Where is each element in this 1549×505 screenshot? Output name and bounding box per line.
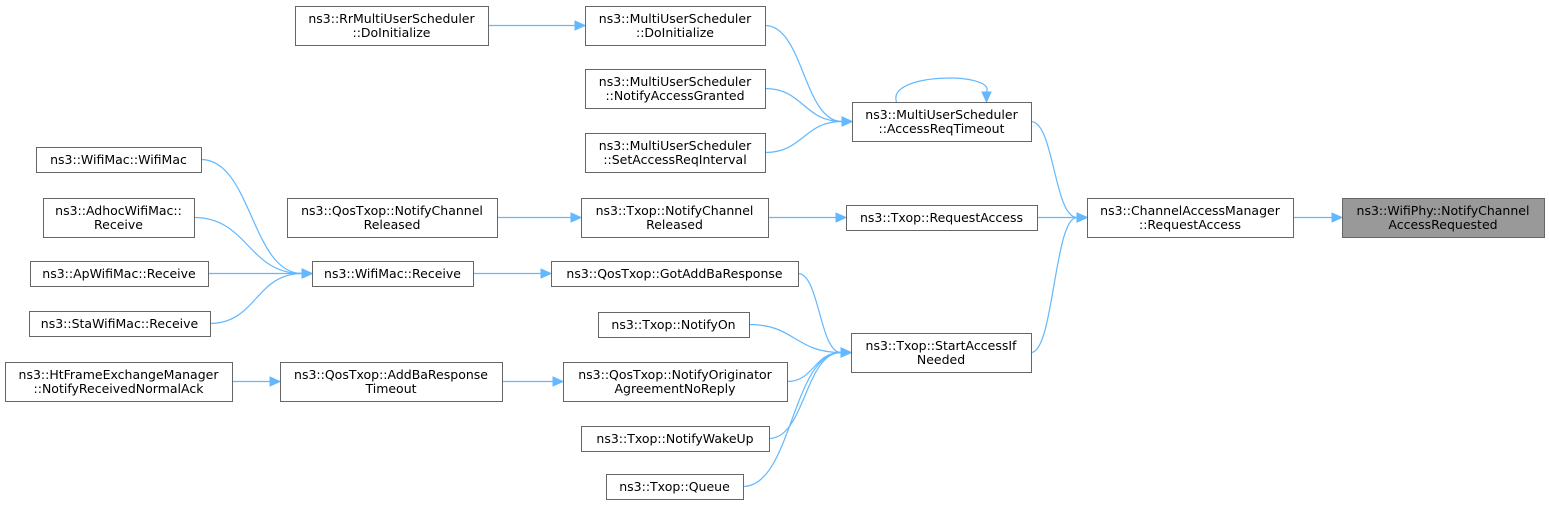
- node-label-line: Released: [646, 217, 703, 232]
- edge-qostxop_addbaresponsetimeout-to-qostxop_notifyoriginator: [502, 376, 565, 387]
- node-label-line: ns3::Txop::RequestAccess: [860, 210, 1023, 225]
- node-label-line: ::DoInitialize: [636, 25, 714, 40]
- edge-htfem_notifyreceivednormalack-to-qostxop_addbaresponsetimeout: [232, 376, 282, 387]
- arrowhead-icon: [1331, 212, 1344, 223]
- node-ap-receive[interactable]: ns3::ApWifiMac::Receive: [30, 261, 209, 287]
- node-label-line: Needed: [917, 352, 965, 367]
- arrowhead-icon: [1076, 212, 1089, 223]
- node-label-line: ns3::RrMultiUserScheduler: [308, 11, 475, 26]
- node-label-line: ns3::MultiUserScheduler: [599, 11, 752, 26]
- node-label-line: ns3::HtFrameExchangeManager: [19, 367, 220, 382]
- node-htfem-notifyreceivednormalack[interactable]: ns3::HtFrameExchangeManager::NotifyRecei…: [5, 362, 233, 402]
- node-label-line: ns3::QosTxop::NotifyOriginator: [578, 367, 772, 382]
- edge-txop_notifyon-to-txop_startaccessifneeded: [748, 323, 853, 358]
- node-root[interactable]: ns3::WifiPhy::NotifyChannelAccessRequest…: [1342, 198, 1545, 238]
- node-label-line: ns3::AdhocWifiMac::: [55, 203, 182, 218]
- node-label-line: ns3::StaWifiMac::Receive: [41, 316, 199, 331]
- arrowhead-icon: [301, 268, 314, 279]
- edge-mus_accessreqtimeout-to-cam_request: [1030, 120, 1089, 223]
- arrowhead-icon: [840, 347, 853, 358]
- node-wifimac-wifimac[interactable]: ns3::WifiMac::WifiMac: [36, 147, 202, 173]
- node-label-line: ::RequestAccess: [1139, 217, 1241, 232]
- node-label-line: ns3::WifiMac::Receive: [324, 266, 461, 281]
- node-label-line: ns3::MultiUserScheduler: [599, 138, 752, 153]
- edge-mus_accessreqtimeout-to-mus_accessreqtimeout: [895, 77, 992, 104]
- node-label-line: ns3::ApWifiMac::Receive: [42, 266, 196, 281]
- node-txop-requestaccess[interactable]: ns3::Txop::RequestAccess: [846, 205, 1038, 231]
- edge-mus_doinitialize-to-mus_accessreqtimeout: [764, 24, 854, 127]
- node-label-line: ::NotifyAccessGranted: [605, 88, 744, 103]
- node-mus-setaccessreqinterval[interactable]: ns3::MultiUserScheduler::SetAccessReqInt…: [585, 133, 766, 173]
- node-label-line: ns3::QosTxop::GotAddBaResponse: [566, 266, 782, 281]
- node-mus-accessreqtimeout[interactable]: ns3::MultiUserScheduler::AccessReqTimeou…: [852, 102, 1032, 142]
- node-label-line: ::DoInitialize: [352, 25, 430, 40]
- node-mus-notifyaccessgranted[interactable]: ns3::MultiUserScheduler::NotifyAccessGra…: [585, 69, 766, 109]
- arrowhead-icon: [552, 376, 565, 387]
- node-adhoc-receive[interactable]: ns3::AdhocWifiMac::Receive: [43, 198, 195, 238]
- node-label-line: ns3::WifiPhy::NotifyChannel: [1357, 203, 1530, 218]
- edge-txop_startaccessifneeded-to-cam_request: [1030, 212, 1089, 354]
- edge-mus_notifyaccessgranted-to-mus_accessreqtimeout: [764, 87, 854, 127]
- edge-txop_notifychannelreleased-to-txop_requestaccess: [768, 212, 848, 223]
- node-label-line: ns3::ChannelAccessManager: [1100, 203, 1281, 218]
- edge-wifimac_receive-to-qostxop_gotaddbaresponse: [473, 268, 553, 279]
- node-txop-queue[interactable]: ns3::Txop::Queue: [606, 474, 744, 500]
- edge-sta_receive-to-wifimac_receive: [209, 268, 314, 325]
- edge-qostxop_notifychannelreleased-to-txop_notifychannelreleased: [497, 212, 583, 223]
- edge-mus_setaccessreqinterval-to-mus_accessreqtimeout: [764, 116, 854, 154]
- node-label-line: ns3::Txop::Queue: [619, 479, 730, 494]
- node-rr-doinitialize[interactable]: ns3::RrMultiUserScheduler::DoInitialize: [295, 6, 489, 46]
- node-qostxop-notifyoriginator[interactable]: ns3::QosTxop::NotifyOriginatorAgreementN…: [563, 362, 788, 402]
- node-label-line: ::NotifyReceivedNormalAck: [34, 381, 205, 396]
- node-label-line: ns3::WifiMac::WifiMac: [50, 152, 187, 167]
- node-txop-notifywakeup[interactable]: ns3::Txop::NotifyWakeUp: [581, 426, 770, 452]
- node-label-line: ns3::Txop::NotifyOn: [611, 317, 735, 332]
- node-sta-receive[interactable]: ns3::StaWifiMac::Receive: [29, 311, 211, 337]
- edge-txop_queue-to-txop_startaccessifneeded: [742, 347, 853, 488]
- node-label-line: AgreementNoReply: [614, 381, 736, 396]
- node-label-line: AccessRequested: [1388, 217, 1497, 232]
- arrowhead-icon: [981, 91, 992, 104]
- node-label-line: ns3::QosTxop::NotifyChannel: [301, 203, 483, 218]
- node-qostxop-gotaddbaresponse[interactable]: ns3::QosTxop::GotAddBaResponse: [551, 261, 799, 287]
- node-label-line: Receive: [94, 217, 143, 232]
- node-label-line: ns3::Txop::StartAccessIf: [866, 338, 1017, 353]
- node-wifimac-receive[interactable]: ns3::WifiMac::Receive: [312, 261, 474, 287]
- edges-layer: [193, 20, 1344, 488]
- node-label-line: ns3::Txop::NotifyWakeUp: [596, 431, 753, 446]
- arrowhead-icon: [835, 212, 848, 223]
- nodes-layer: ns3::WifiPhy::NotifyChannelAccessRequest…: [5, 6, 1545, 500]
- node-label-line: ns3::QosTxop::AddBaResponse: [294, 367, 488, 382]
- edge-rr_doinitialize-to-mus_doinitialize: [488, 20, 587, 31]
- arrowhead-icon: [269, 376, 282, 387]
- node-label-line: ns3::MultiUserScheduler: [865, 107, 1018, 122]
- node-label-line: ::SetAccessReqInterval: [603, 152, 746, 167]
- arrowhead-icon: [841, 116, 854, 127]
- node-label-line: Released: [364, 217, 421, 232]
- arrowhead-icon: [540, 268, 553, 279]
- node-label-line: ::AccessReqTimeout: [878, 121, 1004, 136]
- node-mus-doinitialize[interactable]: ns3::MultiUserScheduler::DoInitialize: [585, 6, 766, 46]
- node-cam-request[interactable]: ns3::ChannelAccessManager::RequestAccess: [1087, 198, 1294, 238]
- arrowhead-icon: [570, 212, 583, 223]
- arrowhead-icon: [574, 20, 587, 31]
- edge-cam_request-to-root: [1293, 212, 1344, 223]
- node-label-line: Timeout: [364, 381, 416, 396]
- node-label-line: ns3::MultiUserScheduler: [599, 74, 752, 89]
- node-txop-notifyon[interactable]: ns3::Txop::NotifyOn: [598, 312, 750, 338]
- node-label-line: ns3::Txop::NotifyChannel: [596, 203, 754, 218]
